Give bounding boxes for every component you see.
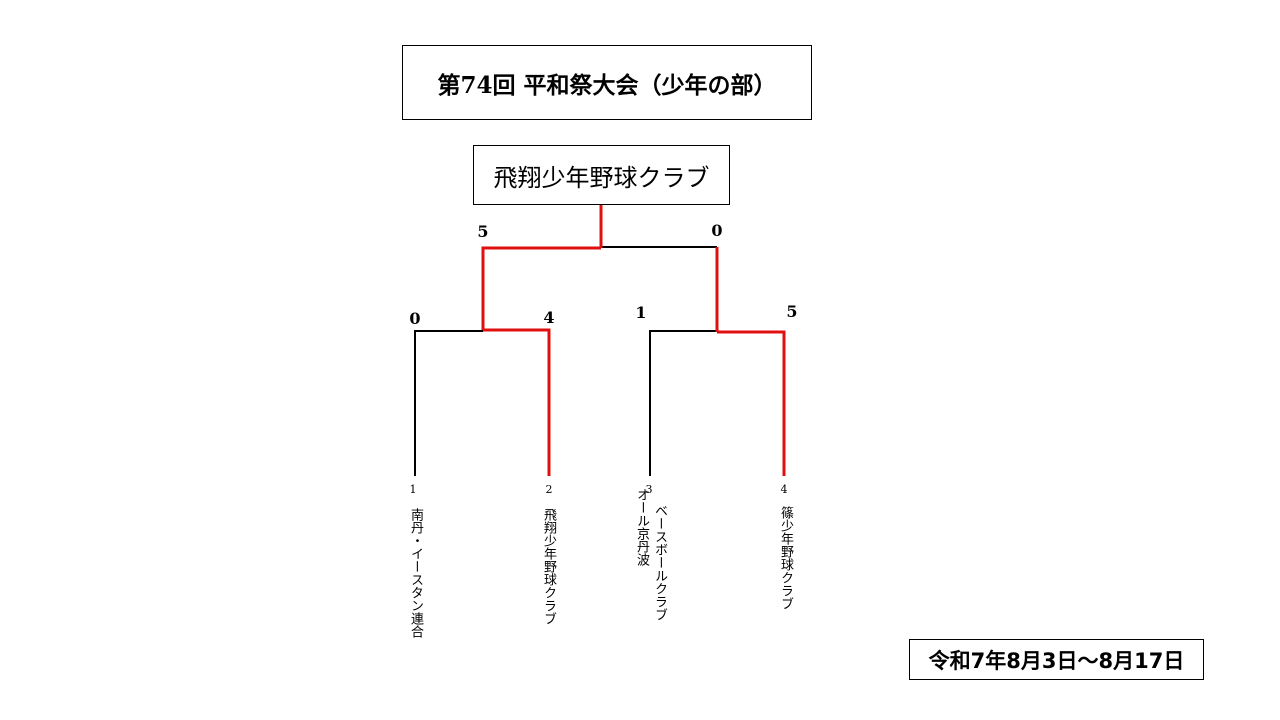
seed-number: 3 (645, 483, 653, 496)
winner-line-team2 (483, 328, 551, 476)
team-name-line2: オール京丹波 (634, 488, 649, 566)
semifinal2-score-left: 1 (635, 303, 647, 322)
team-name: 南丹・イースタン連合 (408, 508, 423, 638)
team-name: 飛翔少年野球クラブ (541, 508, 556, 625)
seed-number: 2 (545, 483, 553, 496)
team-name-line1: ベースボールクラブ (652, 504, 667, 621)
team-name: 篠少年野球クラブ (778, 506, 793, 610)
final-score-left: 5 (477, 222, 489, 241)
semifinal2-score-right: 5 (786, 302, 798, 321)
semifinal1-score-left: 0 (409, 309, 421, 328)
seed-number: 1 (409, 483, 417, 496)
champion-box: 飛翔少年野球クラブ (473, 145, 730, 205)
date-range: 令和7年8月3日～8月17日 (909, 639, 1204, 680)
winner-line-team4 (717, 330, 786, 476)
tournament-title: 第74回 平和祭大会（少年の部） (402, 45, 812, 120)
line-team1 (414, 330, 483, 476)
winner-line-sf1 (481, 246, 601, 330)
final-score-right: 0 (711, 221, 723, 240)
line-team3 (649, 330, 717, 476)
semifinal1-score-right: 4 (543, 308, 555, 327)
seed-number: 4 (780, 483, 788, 496)
